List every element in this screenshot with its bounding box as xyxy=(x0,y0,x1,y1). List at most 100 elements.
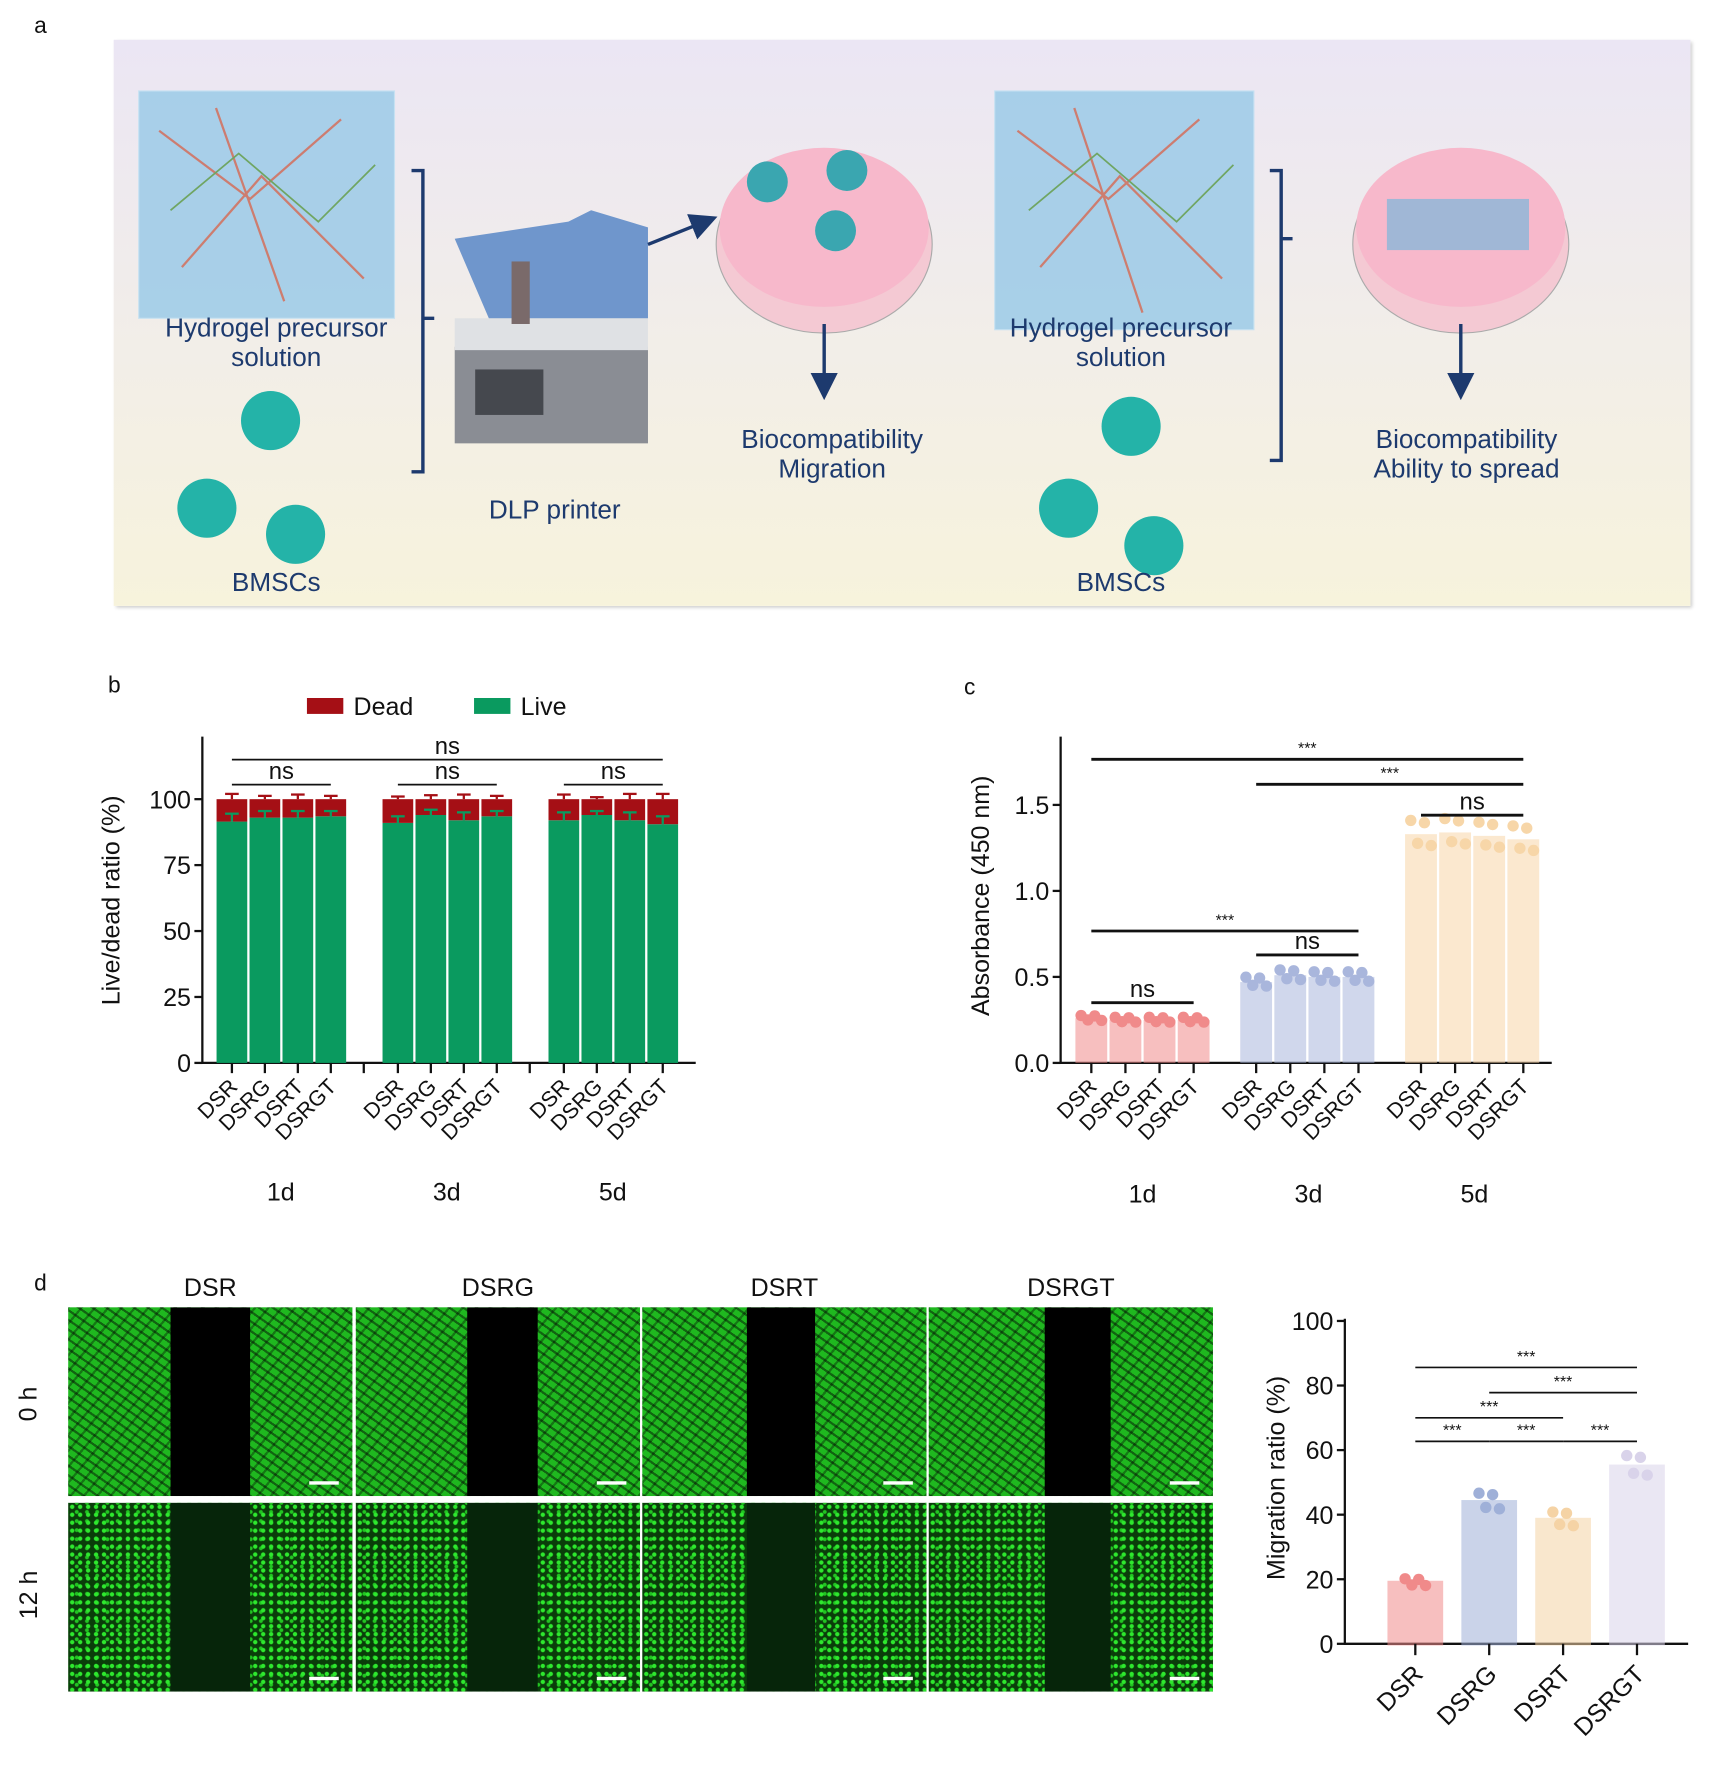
bar-live xyxy=(216,821,248,1063)
data-point xyxy=(1493,1503,1506,1515)
micrograph-dsrgt-0h xyxy=(928,1307,1213,1497)
significance-label: *** xyxy=(1216,912,1235,929)
y-tick-label: 20 xyxy=(1306,1566,1334,1594)
y-tick-label: 1.5 xyxy=(1015,792,1050,820)
micrograph-dsrt-0h xyxy=(642,1307,927,1497)
data-point xyxy=(1253,972,1266,984)
data-point xyxy=(1260,980,1273,992)
scale-bar xyxy=(1169,1676,1200,1681)
bar xyxy=(1274,975,1307,1063)
data-point xyxy=(1527,844,1540,857)
bar xyxy=(1342,976,1375,1063)
x-tick-label: DSRGT xyxy=(1569,1660,1651,1742)
significance-label: *** xyxy=(1380,766,1399,783)
significance-label: ns xyxy=(1460,789,1485,816)
data-point xyxy=(1521,822,1533,834)
data-point xyxy=(1419,1579,1432,1592)
significance-label: ns xyxy=(435,758,460,785)
data-point xyxy=(1493,841,1506,853)
cells-label-left: BMSCs xyxy=(231,567,321,597)
panel-label-b: b xyxy=(107,672,121,698)
bar-live xyxy=(647,824,679,1063)
bar-live xyxy=(315,816,347,1063)
data-point xyxy=(1486,1488,1499,1501)
micrograph-dsr-12h xyxy=(68,1502,353,1692)
data-point xyxy=(1247,979,1259,991)
schematic-illustration xyxy=(138,90,1570,576)
scale-bar xyxy=(309,1481,339,1485)
scratch-gap xyxy=(467,1502,538,1692)
data-point xyxy=(1363,975,1375,987)
data-point xyxy=(1634,1451,1647,1464)
data-point xyxy=(1627,1467,1640,1480)
significance-label: *** xyxy=(1443,1423,1462,1440)
data-point xyxy=(1328,975,1341,987)
scale-bar xyxy=(309,1676,339,1681)
bmsc-cells xyxy=(177,391,1184,576)
down-arrows xyxy=(810,323,1475,401)
micrograph-row-label: 0 h xyxy=(13,1386,43,1422)
micrograph-dsrg-0h xyxy=(355,1307,641,1497)
data-point xyxy=(1554,1518,1566,1531)
y-tick-label: 60 xyxy=(1306,1437,1334,1465)
petri-dish-left xyxy=(715,147,933,334)
data-point xyxy=(1287,965,1300,977)
y-tick-label: 0.5 xyxy=(1015,964,1050,992)
data-point xyxy=(1473,816,1485,828)
data-point xyxy=(1641,1469,1653,1481)
scratch-gap xyxy=(467,1307,538,1497)
gel-label-line2: solution xyxy=(231,342,322,372)
data-point xyxy=(1294,973,1307,986)
significance-label: ns xyxy=(1130,976,1155,1003)
data-point xyxy=(1356,966,1368,979)
arrow-icon xyxy=(647,214,718,246)
data-point xyxy=(1480,839,1492,851)
data-point xyxy=(1480,1501,1492,1514)
outcome-line1: Biocompatibility xyxy=(1375,424,1558,454)
gel-label-line1: Hydrogel precursor xyxy=(1009,312,1233,343)
bar xyxy=(1609,1464,1665,1646)
data-point xyxy=(1560,1507,1573,1519)
scale-bar xyxy=(596,1676,627,1681)
data-point xyxy=(1425,839,1437,852)
significance-label: *** xyxy=(1517,1423,1536,1440)
data-point xyxy=(1486,818,1499,831)
y-tick-label: 1.0 xyxy=(1015,878,1050,906)
micrograph-dsrt-12h xyxy=(642,1502,927,1692)
bar-dead xyxy=(315,799,347,817)
y-tick-label: 25 xyxy=(163,984,191,1012)
bar-dead xyxy=(448,799,480,821)
data-point xyxy=(1308,966,1320,978)
scale-bar xyxy=(883,1676,913,1681)
bar-live xyxy=(481,816,513,1063)
significance-label: ns xyxy=(601,758,626,785)
data-point xyxy=(1349,974,1361,987)
hydrogel-cube-right xyxy=(994,90,1255,331)
gel-label-line1: Hydrogel precursor xyxy=(165,312,388,343)
data-point xyxy=(1514,842,1526,854)
micrograph-column-title: DSR xyxy=(183,1273,237,1302)
scale-bar xyxy=(883,1481,913,1485)
data-point xyxy=(1198,1016,1210,1028)
x-tick-label: DSRG xyxy=(1432,1660,1503,1731)
scratch-gap xyxy=(1044,1307,1111,1497)
significance-label: *** xyxy=(1298,741,1317,758)
data-point xyxy=(1274,964,1286,976)
y-tick-label: 40 xyxy=(1306,1502,1334,1530)
y-tick-label: 80 xyxy=(1306,1373,1334,1401)
significance-label: ns xyxy=(1295,928,1320,955)
data-point xyxy=(1095,1014,1108,1027)
cells-label-right: BMSCs xyxy=(1076,567,1166,597)
micrograph-dsrgt-12h xyxy=(928,1502,1213,1692)
y-tick-label: 0.0 xyxy=(1015,1050,1050,1078)
micrograph-row-label: 12 h xyxy=(14,1570,43,1620)
dlp-printer-icon xyxy=(454,210,648,444)
scratch-gap xyxy=(170,1307,251,1497)
bar xyxy=(1461,1500,1518,1646)
data-point xyxy=(1405,814,1417,827)
group-label: 1d xyxy=(267,1178,295,1206)
group-label: 5d xyxy=(599,1178,627,1206)
bar-live xyxy=(382,822,414,1063)
